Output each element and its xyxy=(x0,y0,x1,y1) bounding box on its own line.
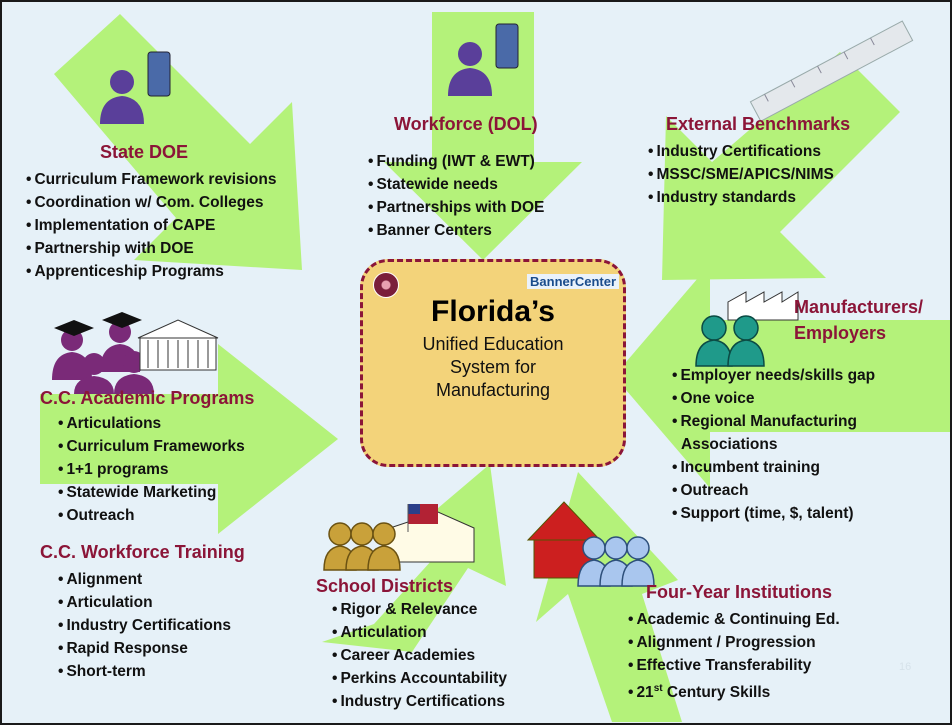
list-item: Employer needs/skills gap xyxy=(672,364,875,387)
state-doe-list: Curriculum Framework revisions Coordinat… xyxy=(26,168,277,283)
center-title: Florida’s xyxy=(431,295,555,328)
list-item: Articulation xyxy=(332,621,507,644)
schoolhouse-icon xyxy=(383,504,475,563)
list-item: Career Academies xyxy=(332,644,507,667)
center-box: BannerCenter Florida’s Unified Education… xyxy=(360,259,626,467)
list-item-text: Century Skills xyxy=(662,684,771,702)
list-item: Coordination w/ Com. Colleges xyxy=(26,191,277,214)
graduates-icon xyxy=(52,312,154,394)
faculty-icon xyxy=(577,536,655,587)
external-list: Industry Certifications MSSC/SME/APICS/N… xyxy=(648,140,834,209)
workforce-title: Workforce (DOL) xyxy=(394,114,538,134)
external-benchmarks-title: External Benchmarks xyxy=(666,114,851,134)
list-item: Partnerships with DOE xyxy=(368,196,544,219)
florida-seal-icon xyxy=(373,272,399,298)
list-item: Outreach xyxy=(58,504,245,527)
external-title-wrap: External Benchmarks xyxy=(666,114,850,135)
list-item: Industry Certifications xyxy=(332,690,507,713)
banner-center-logo: BannerCenter xyxy=(527,274,619,289)
manufacturers-list: Employer needs/skills gap One voice Regi… xyxy=(672,364,875,525)
employers-icon xyxy=(695,315,765,367)
list-item-text: 21 xyxy=(636,684,654,702)
list-item: Industry Certifications xyxy=(648,140,834,163)
list-item: Academic & Continuing Ed. xyxy=(628,608,839,631)
factory-icon xyxy=(727,291,799,321)
arrow-school-districts xyxy=(322,464,506,652)
page-number: 16 xyxy=(899,661,912,673)
center-subtitle-line: Unified Education xyxy=(422,334,564,354)
state-doe-title-wrap: State DOE xyxy=(100,142,188,163)
cc-workforce-title-wrap: C.C. Workforce Training xyxy=(40,542,245,563)
list-item: Alignment xyxy=(58,568,231,591)
list-item: Effective Transferability xyxy=(628,654,840,677)
list-item: Curriculum Framework revisions xyxy=(26,168,276,191)
list-item: Rigor & Relevance xyxy=(332,598,507,621)
center-subtitle-line: System for xyxy=(449,357,537,377)
cc-academic-title: C.C. Academic Programs xyxy=(40,388,255,408)
list-item: Partnership with DOE xyxy=(26,237,277,260)
person-scroll-icon xyxy=(100,51,171,124)
list-item: Funding (IWT & EWT) xyxy=(368,150,544,173)
workforce-title-wrap: Workforce (DOL) xyxy=(394,114,538,135)
list-item: Regional Manufacturing xyxy=(672,410,875,433)
students-icon xyxy=(323,522,401,571)
school-districts-title: School Districts xyxy=(316,576,454,596)
person-scroll-icon xyxy=(448,23,519,96)
cc-workforce-list: Alignment Articulation Industry Certific… xyxy=(58,568,231,683)
list-item: Industry Certifications xyxy=(58,614,231,637)
list-item: Apprenticeship Programs xyxy=(26,260,277,283)
list-item: Industry standards xyxy=(648,186,834,209)
list-item: Statewide needs xyxy=(368,173,544,196)
list-item: MSSC/SME/APICS/NIMS xyxy=(648,163,833,186)
list-item: Rapid Response xyxy=(58,637,231,660)
list-item: One voice xyxy=(672,387,875,410)
list-item: Banner Centers xyxy=(368,219,544,242)
cc-academic-title-wrap: C.C. Academic Programs xyxy=(40,388,254,409)
list-item-superscript: st xyxy=(653,683,663,694)
center-subtitle: Unified Education System for Manufacturi… xyxy=(363,333,623,402)
school-districts-title-wrap: School Districts xyxy=(316,576,453,597)
list-item: 21st Century Skills xyxy=(628,677,840,704)
list-item: Alignment / Progression xyxy=(628,631,840,654)
list-item: Incumbent training xyxy=(672,456,875,479)
school-districts-list: Rigor & Relevance Articulation Career Ac… xyxy=(332,598,507,713)
list-item: Articulation xyxy=(58,591,231,614)
manufacturers-title-wrap: Manufacturers/ Employers xyxy=(794,294,923,346)
list-item: Associations xyxy=(681,436,778,453)
list-item: Implementation of CAPE xyxy=(26,214,277,237)
cc-workforce-title: C.C. Workforce Training xyxy=(40,542,245,562)
list-item: Short-term xyxy=(58,660,231,683)
workforce-list: Funding (IWT & EWT) Statewide needs Part… xyxy=(368,150,544,242)
four-year-list: Academic & Continuing Ed. Alignment / Pr… xyxy=(628,608,840,704)
center-subtitle-line: Manufacturing xyxy=(435,380,551,400)
building-icon xyxy=(137,319,219,371)
list-item: Articulations xyxy=(58,412,245,435)
list-item: Statewide Marketing xyxy=(58,481,245,504)
list-item: Support (time, $, talent) xyxy=(672,502,875,525)
list-item: Perkins Accountability xyxy=(332,667,507,690)
list-item: 1+1 programs xyxy=(58,458,245,481)
state-doe-title: State DOE xyxy=(100,142,189,162)
list-item: Outreach xyxy=(672,479,875,502)
four-year-title-wrap: Four-Year Institutions xyxy=(646,582,832,603)
cc-academic-list: Articulations Curriculum Frameworks 1+1 … xyxy=(58,412,245,527)
manufacturers-title-line: Employers xyxy=(794,323,887,343)
manufacturers-title-line: Manufacturers/ xyxy=(794,297,924,317)
four-year-title: Four-Year Institutions xyxy=(646,582,833,602)
ruler-icon xyxy=(749,20,914,122)
list-item: Curriculum Frameworks xyxy=(58,435,244,458)
